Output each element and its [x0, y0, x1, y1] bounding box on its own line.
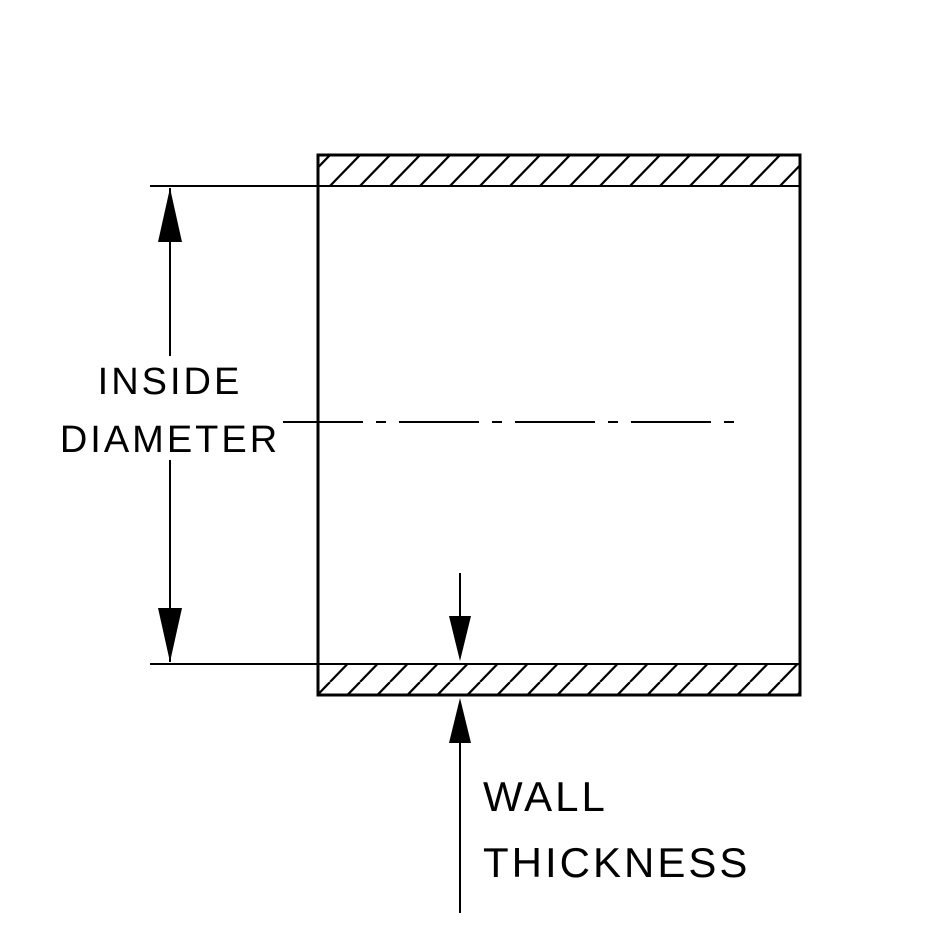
top-wall-hatch	[318, 155, 800, 186]
inside-diameter-label-line1: INSIDE	[98, 361, 243, 403]
bottom-wall-hatch	[318, 664, 800, 695]
wall-thickness-arrow-up-icon	[449, 698, 471, 743]
dimension-arrow-up-icon	[158, 188, 182, 242]
wall-thickness-arrow-down-icon	[449, 616, 471, 661]
dimension-arrow-down-icon	[158, 608, 182, 662]
wall-thickness-label-line1: WALL	[483, 773, 608, 820]
tube-body-outline	[316, 153, 802, 697]
inside-diameter-label-line2: DIAMETER	[60, 419, 280, 461]
wall-thickness-label-line2: THICKNESS	[483, 839, 750, 886]
